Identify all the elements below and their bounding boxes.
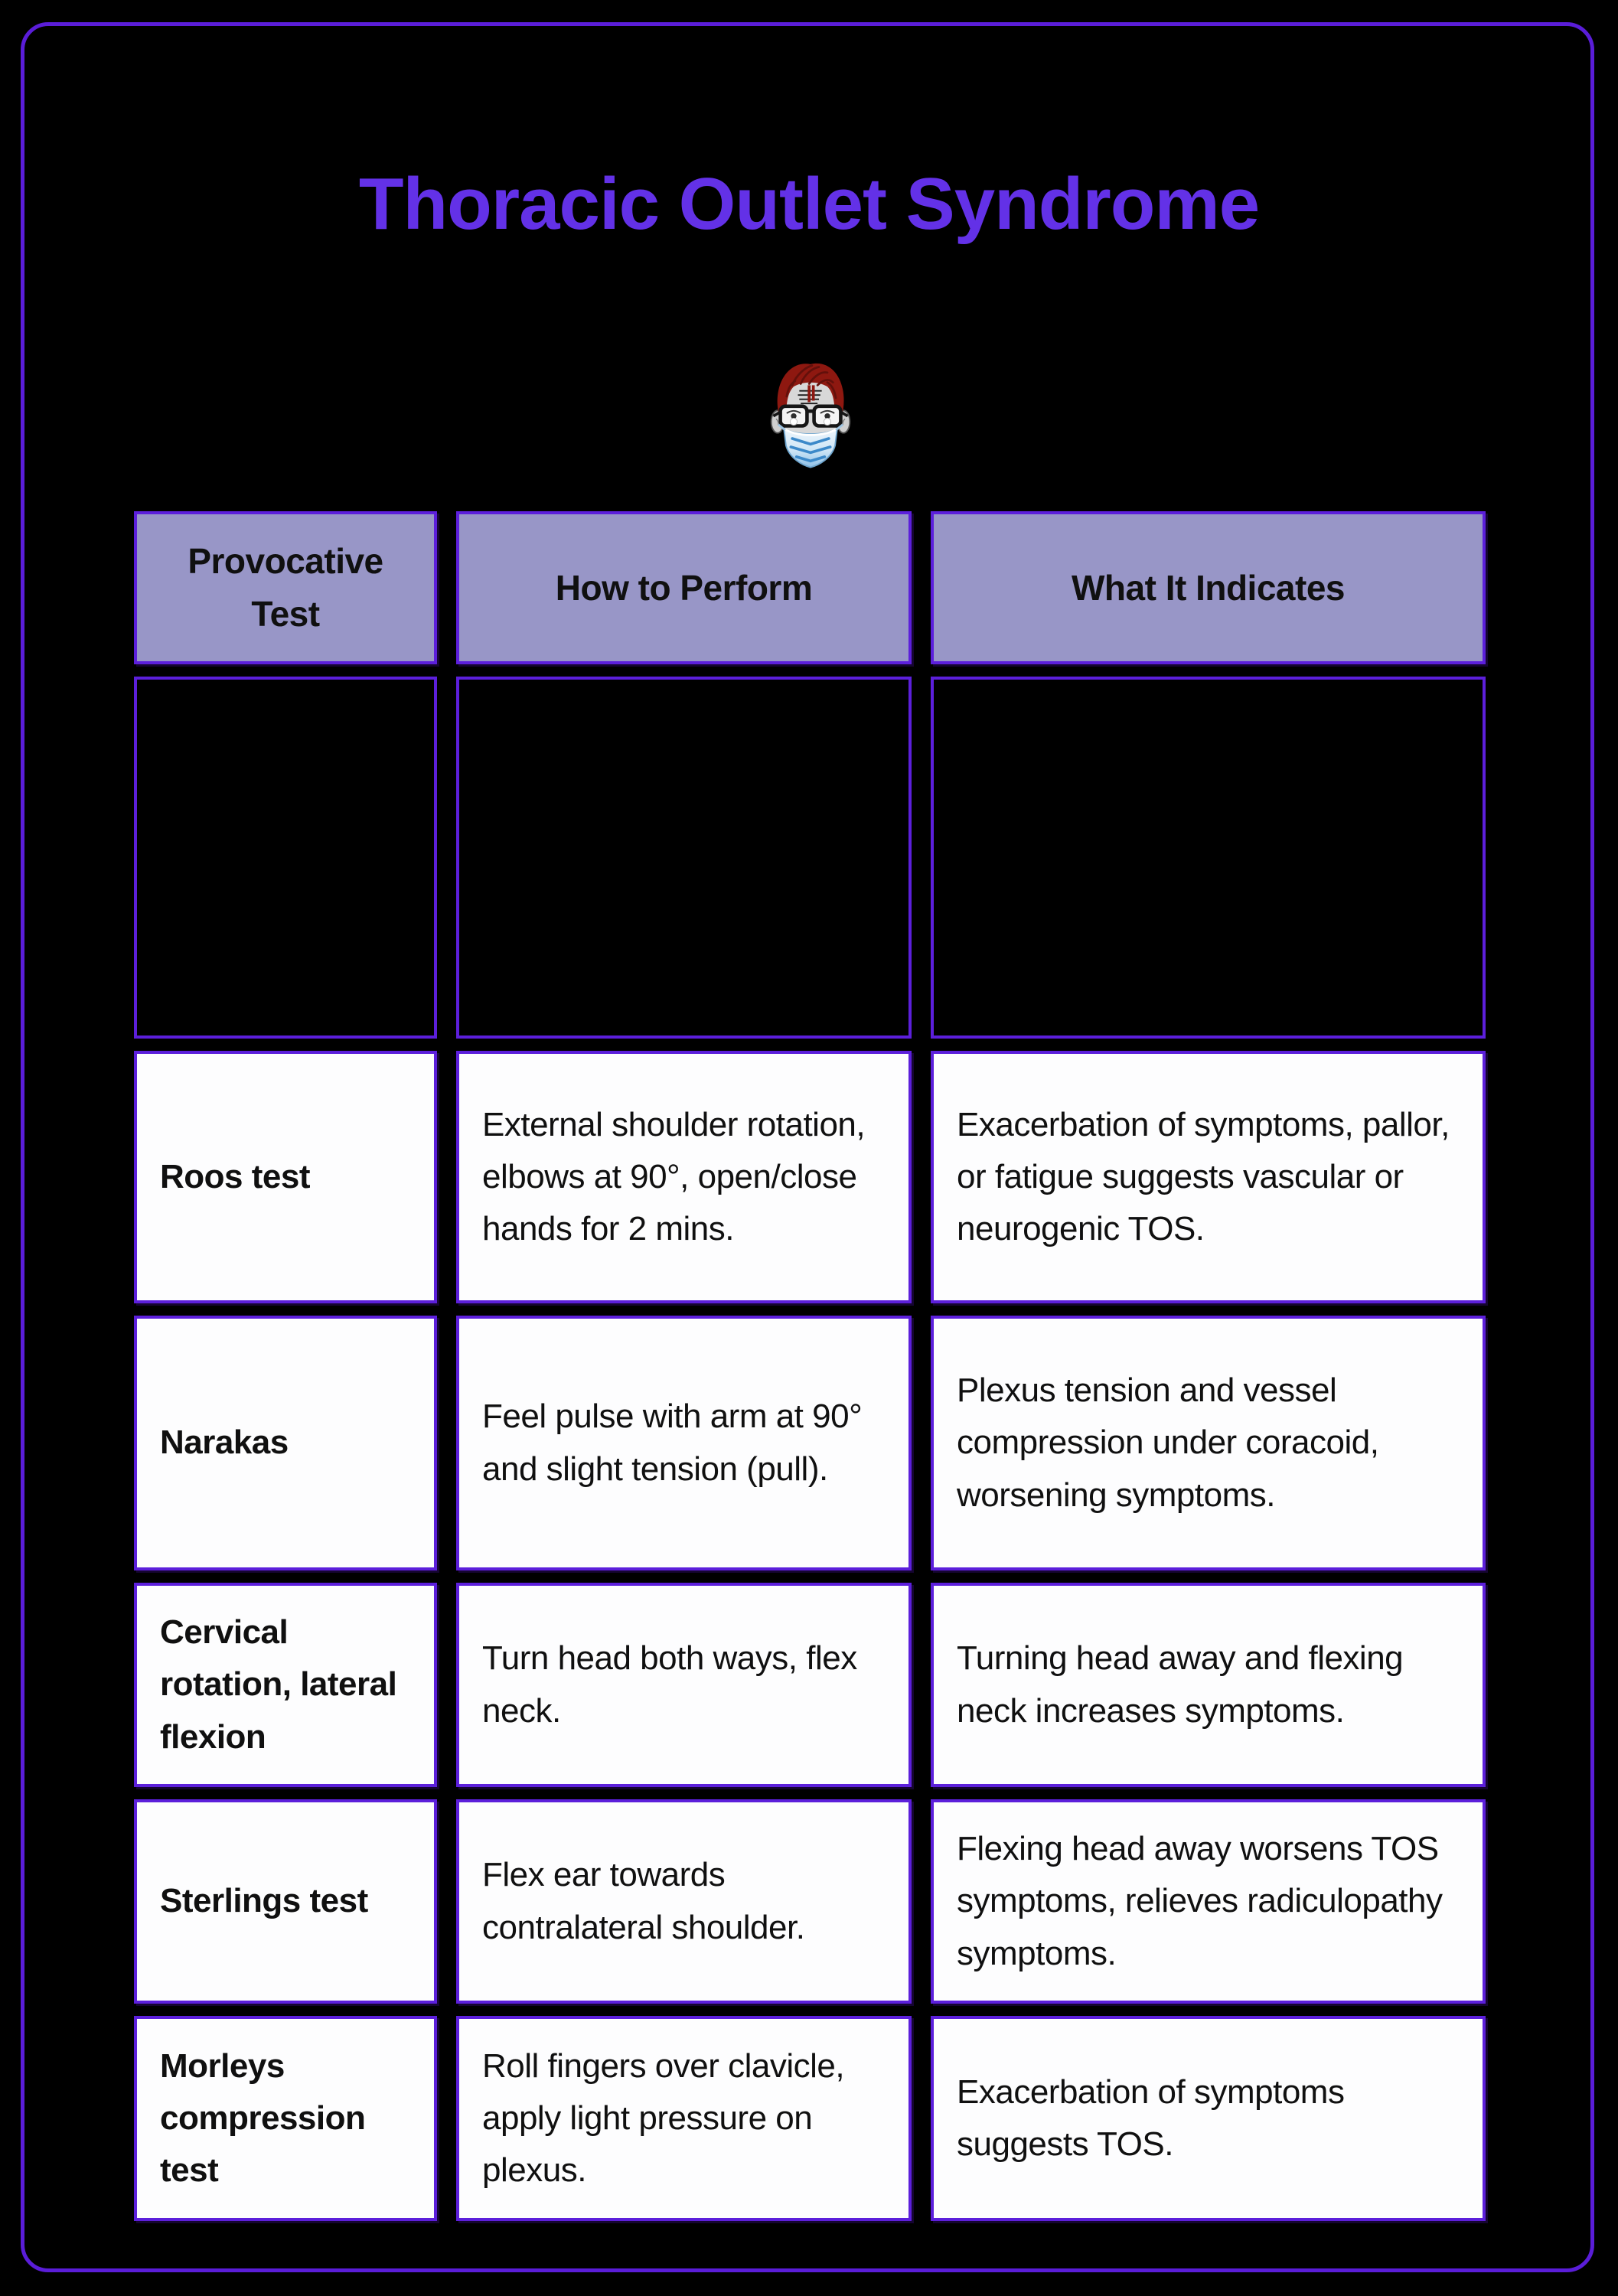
- test-name-cell: Sterlings test: [134, 1799, 437, 2004]
- how-to-perform-cell: Roll fingers over clavicle, apply light …: [456, 2016, 912, 2221]
- how-to-perform-cell: External shoulder rotation, elbows at 90…: [456, 1051, 912, 1303]
- test-name-cell: Narakas: [134, 1316, 437, 1570]
- header-how-to-perform: How to Perform: [456, 511, 912, 664]
- empty-cell: [134, 677, 437, 1039]
- empty-cell: [456, 677, 912, 1039]
- how-to-perform-cell: Flex ear towards contralateral shoulder.: [456, 1799, 912, 2004]
- how-to-perform-cell: Feel pulse with arm at 90° and slight te…: [456, 1316, 912, 1570]
- header-provocative-test: Provocative Test: [134, 511, 437, 664]
- empty-cell: [931, 677, 1486, 1039]
- indication-cell: Turning head away and flexing neck incre…: [931, 1583, 1486, 1787]
- page-title: Thoracic Outlet Syndrome: [358, 163, 1260, 245]
- outer-border-frame: [21, 22, 1594, 2272]
- header-what-it-indicates: What It Indicates: [931, 511, 1486, 664]
- how-to-perform-cell: Turn head both ways, flex neck.: [456, 1583, 912, 1787]
- masked-medic-avatar-icon: [768, 352, 853, 475]
- indication-cell: Plexus tension and vessel compression un…: [931, 1316, 1486, 1570]
- indication-cell: Exacerbation of symptoms, pallor, or fat…: [931, 1051, 1486, 1303]
- indication-cell: Exacerbation of symptoms suggests TOS.: [931, 2016, 1486, 2221]
- provocative-tests-table: Provocative Test How to Perform What It …: [134, 511, 1486, 2221]
- indication-cell: Flexing head away worsens TOS symptoms, …: [931, 1799, 1486, 2004]
- test-name-cell: Cervical rotation, lateral flexion: [134, 1583, 437, 1787]
- test-name-cell: Morleys compression test: [134, 2016, 437, 2221]
- test-name-cell: Roos test: [134, 1051, 437, 1303]
